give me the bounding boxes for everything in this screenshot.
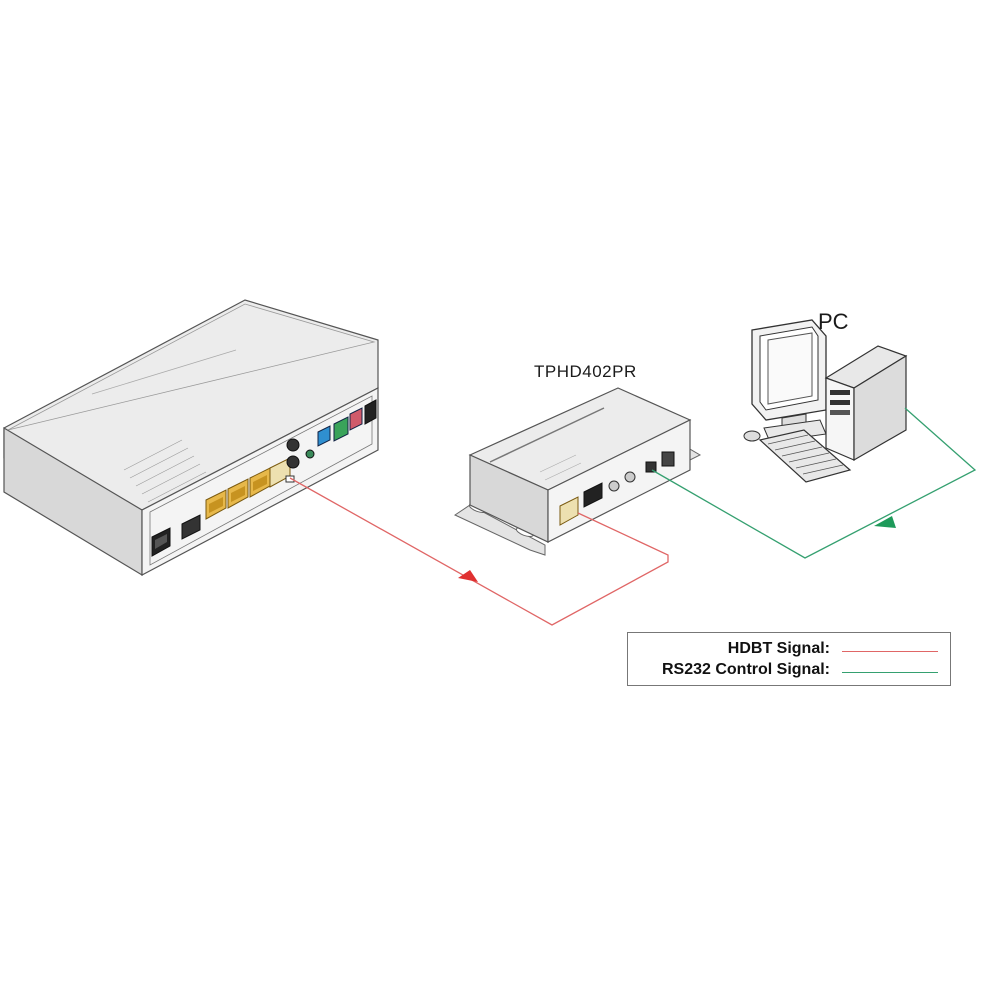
rs232-direction-arrow xyxy=(874,516,896,528)
pc-computer xyxy=(743,319,908,483)
rs232-signal-path xyxy=(651,407,977,559)
legend-rs232-label: RS232 Control Signal: xyxy=(661,661,830,678)
keyboard-icon xyxy=(743,429,852,483)
legend-hdbt-line xyxy=(842,651,938,652)
switcher-rj45-ports xyxy=(205,457,291,520)
hdbt-direction-arrow xyxy=(458,570,478,582)
hdbt-signal-path xyxy=(289,477,669,626)
tower-icon xyxy=(824,345,908,462)
receiver-label: TPHD402PR xyxy=(534,362,637,381)
pc-label: PC xyxy=(818,309,849,334)
legend: HDBT Signal: RS232 Control Signal: xyxy=(627,632,951,686)
legend-rs232-line xyxy=(842,672,938,673)
legend-hdbt-label: HDBT Signal: xyxy=(727,640,830,657)
switcher-device xyxy=(3,299,379,577)
receiver-device xyxy=(453,387,702,556)
monitor-icon xyxy=(751,319,827,443)
switcher-hdmi-port xyxy=(151,527,171,557)
